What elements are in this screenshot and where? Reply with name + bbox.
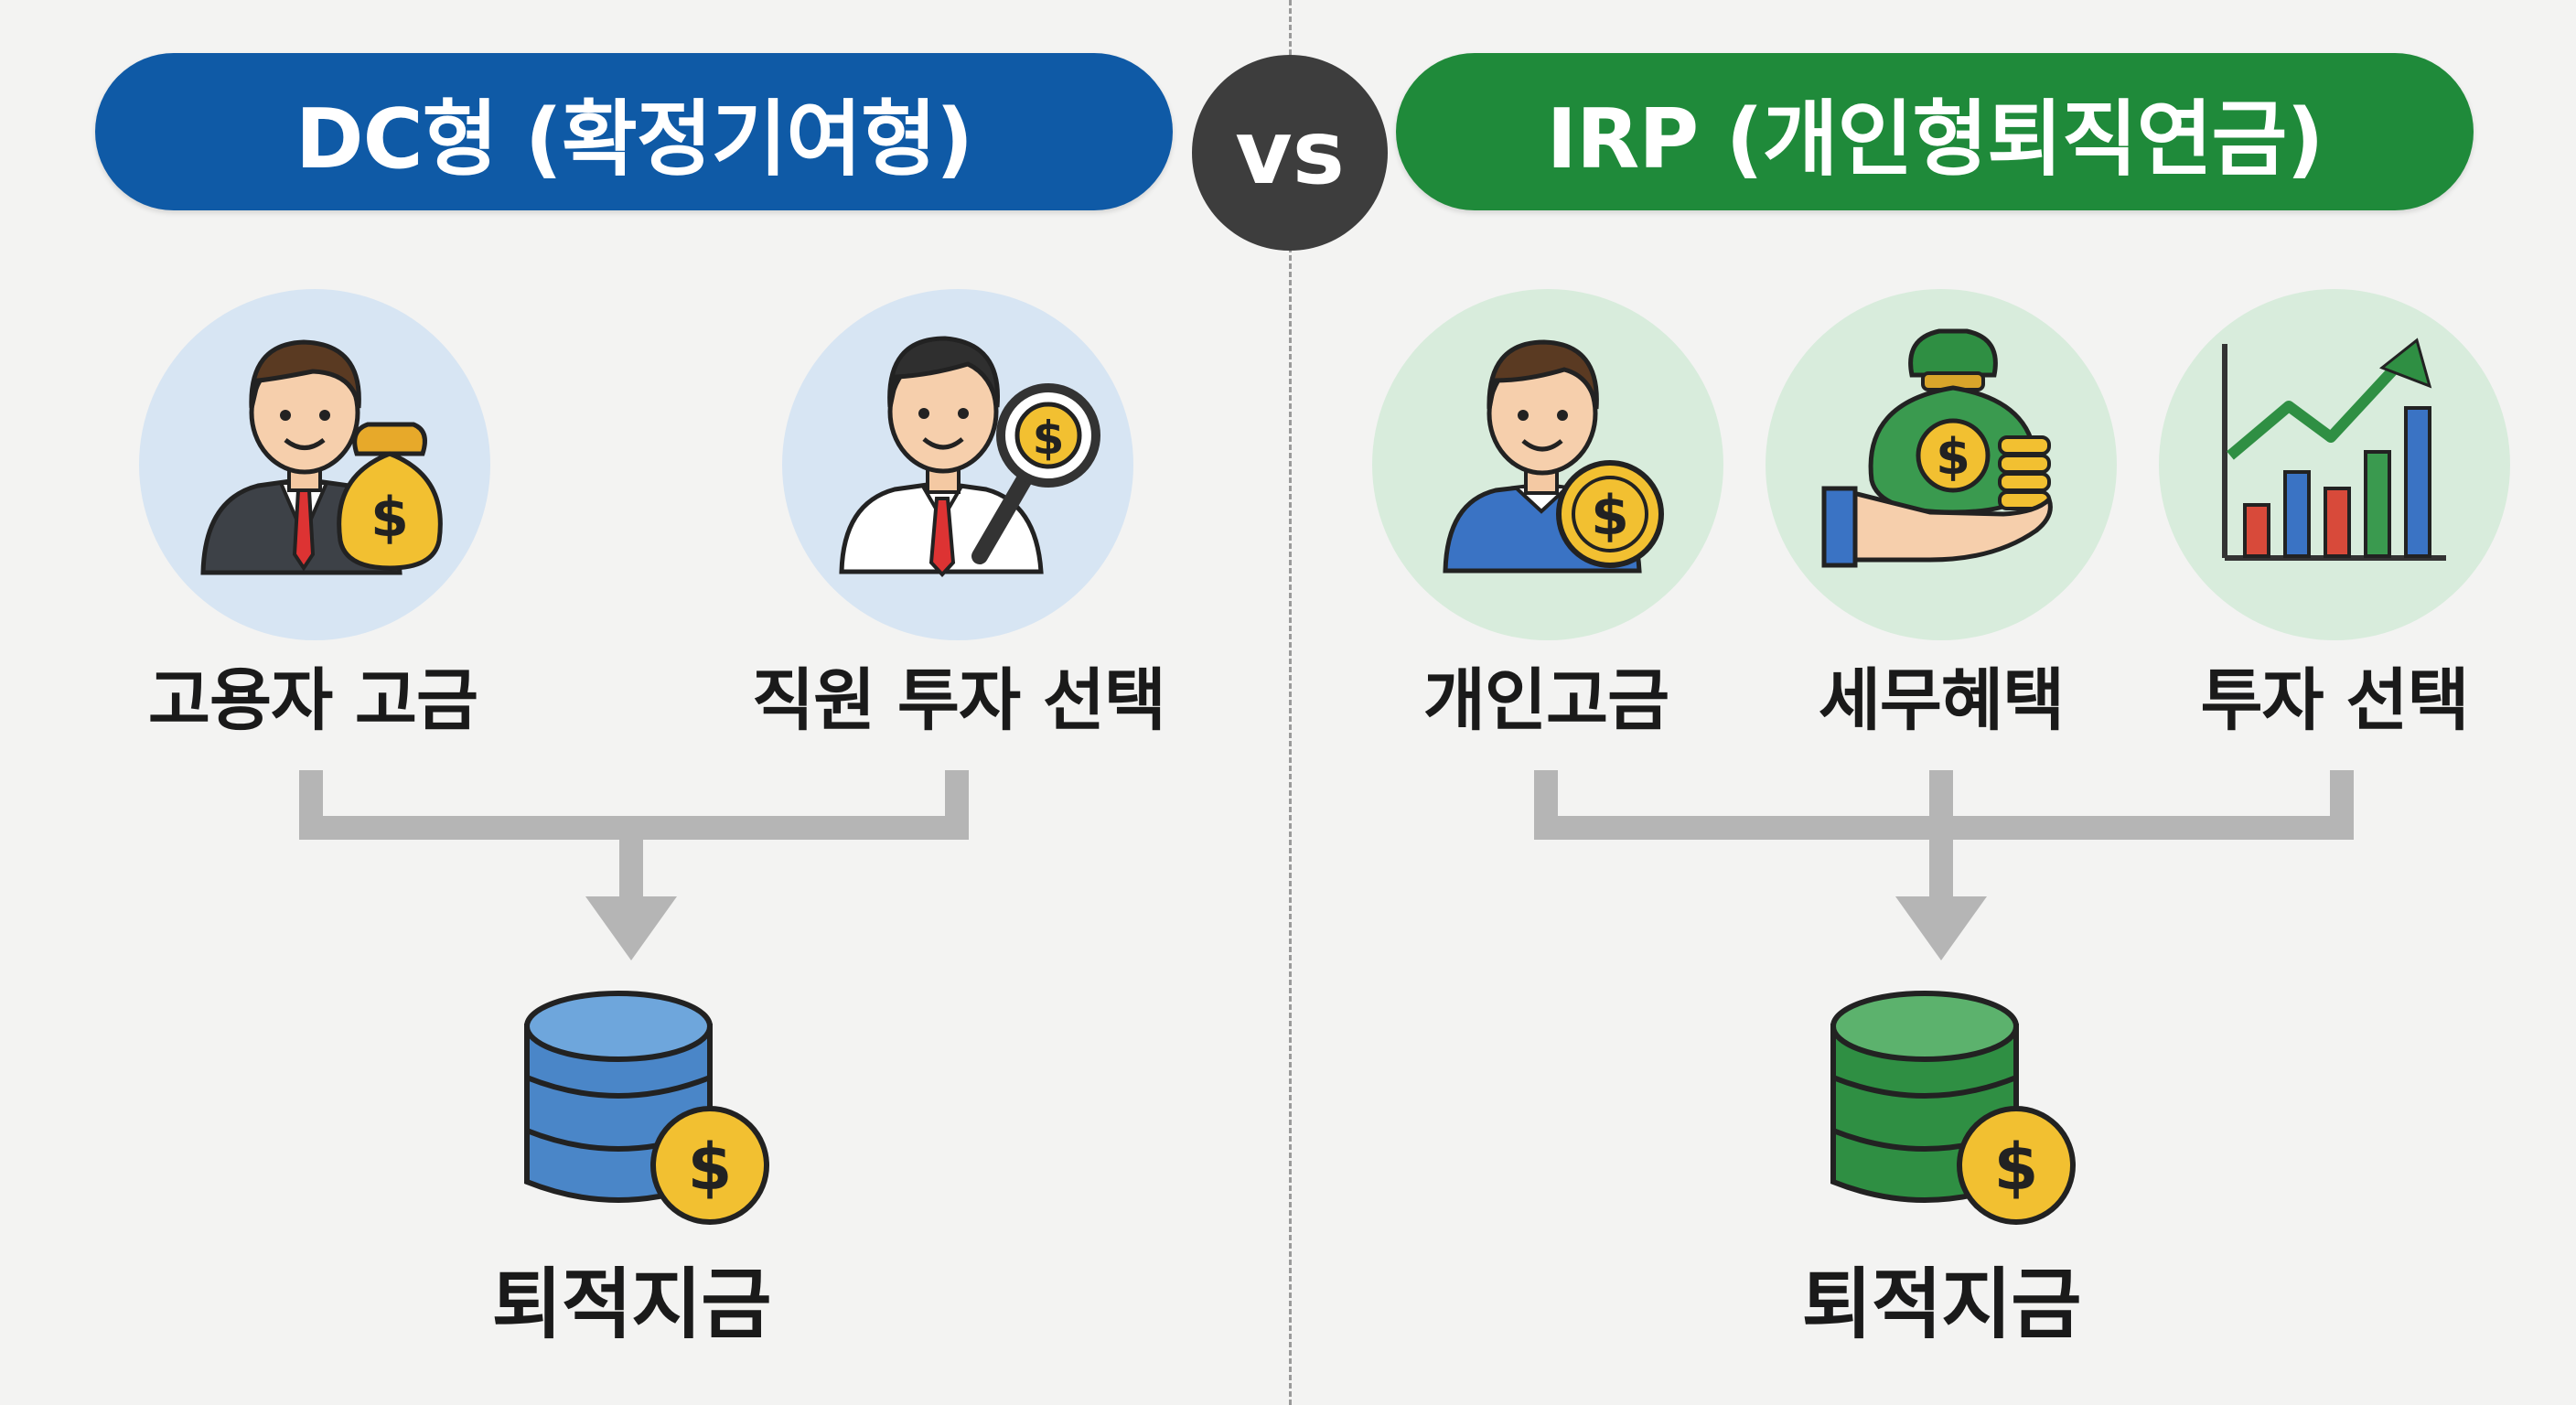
svg-text:$: $ — [1033, 412, 1065, 465]
vs-badge: vs — [1192, 55, 1388, 251]
svg-text:$: $ — [1591, 484, 1629, 548]
tax-benefit-label: 세무혜택 — [1818, 661, 2065, 740]
investment-circle — [2159, 289, 2510, 640]
irp-database-icon: $ — [1830, 991, 2076, 1225]
center-divider — [1289, 0, 1292, 1405]
employee-investment-icon: $ — [839, 336, 1100, 577]
individual-contribution-icon: $ — [1443, 339, 1664, 574]
svg-text:$: $ — [1994, 1130, 2039, 1205]
investment-chart-icon — [2222, 338, 2446, 561]
svg-text:$: $ — [1936, 428, 1970, 486]
svg-text:$: $ — [370, 486, 409, 550]
tax-benefit-icon: $ — [1821, 328, 2053, 568]
svg-text:$: $ — [688, 1130, 733, 1205]
dc-header: DC형 (확정기여형) — [95, 53, 1173, 210]
employer-contribution-label: 고용자 고금 — [147, 661, 478, 740]
dc-database-icon: $ — [524, 991, 769, 1225]
irp-result-label: 퇴적지금 — [1801, 1260, 2081, 1349]
dc-result-label: 퇴적지금 — [491, 1260, 771, 1349]
investment-choice-label: 투자 선택 — [2200, 661, 2469, 740]
irp-header: IRP (개인형퇴직연금) — [1396, 53, 2474, 210]
employee-investment-label: 직원 투자 선택 — [751, 661, 1166, 740]
individual-contribution-label: 개인고금 — [1422, 661, 1669, 740]
employer-icon: $ — [200, 339, 443, 575]
